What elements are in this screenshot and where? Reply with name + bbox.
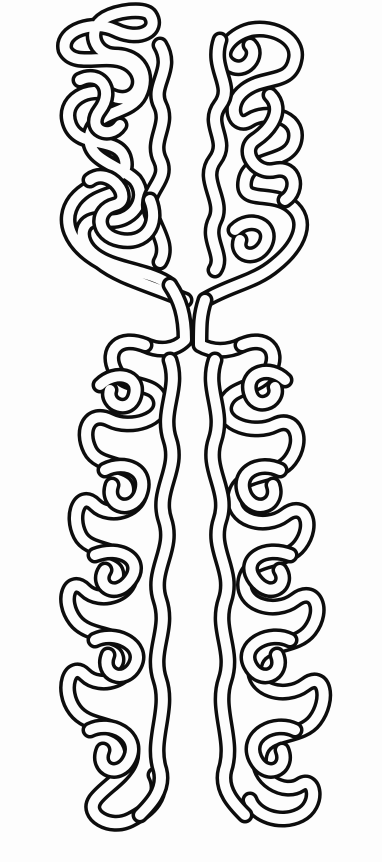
lower-left-chromatid-arm [68, 342, 173, 823]
lower-right-chromatid-arm [212, 342, 324, 819]
upper-left-chromatid-arm [65, 11, 185, 300]
upper-right-chromatid-arm [205, 29, 301, 300]
